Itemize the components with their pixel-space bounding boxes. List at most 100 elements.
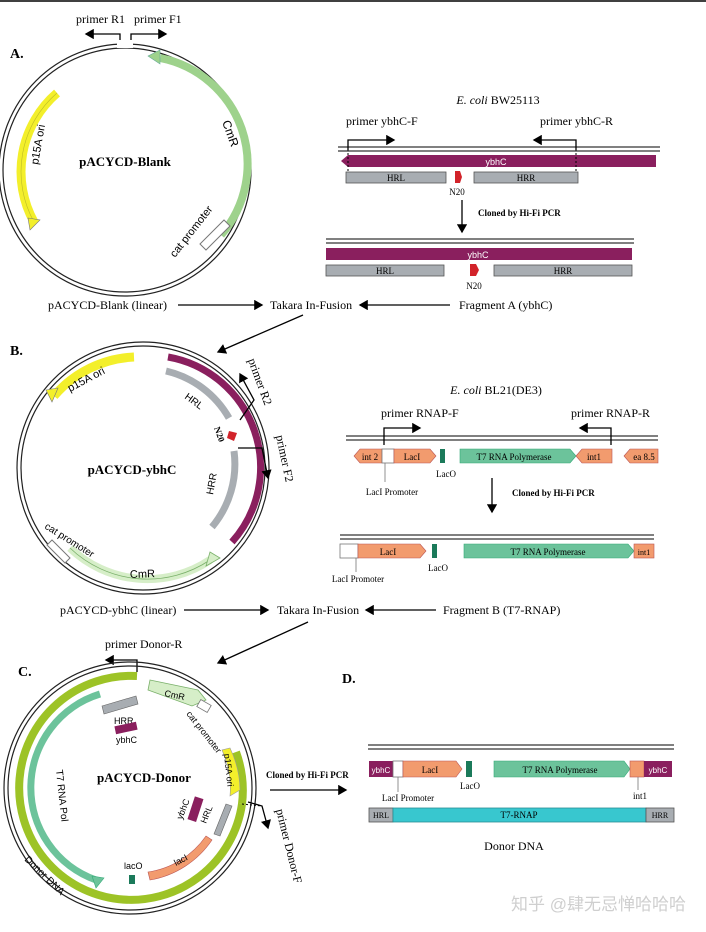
laci-label-b: LacI <box>404 452 420 462</box>
hrr-box-c <box>101 695 139 715</box>
infusion-a-label: Takara In-Fusion <box>270 298 352 312</box>
t7-pol-label: T7 RNA Pol <box>53 769 69 822</box>
hrr-label-c: HRR <box>114 716 134 726</box>
ybhc-fragment-a-label: ybhC <box>467 250 489 260</box>
plasmid-c-outer <box>3 661 257 915</box>
hrr-fragment-a <box>493 264 633 277</box>
laci-promoter-box-b <box>381 448 395 464</box>
laci-promoter-label-d: LacI Promoter <box>382 793 434 803</box>
primer-f2-arrow <box>238 447 272 480</box>
ybhc-box-d1 <box>369 761 393 777</box>
a-to-b-arrow <box>216 314 304 354</box>
plasmid-a-name: pACYCD-Blank <box>79 154 172 169</box>
primer-rnap-r-arrow <box>578 422 612 445</box>
donor-dna-caption: Donor DNA <box>484 839 544 853</box>
primer-rnap-r-label: primer RNAP-R <box>571 406 650 420</box>
donor-dna-arc <box>15 671 246 904</box>
t7-label-b: T7 RNA Polymerase <box>477 452 552 462</box>
laci-label-fb: LacI <box>380 547 396 557</box>
int1-box-d <box>629 760 645 778</box>
hrl-fragment-a-label: HRL <box>376 266 394 276</box>
panel-label-b: B. <box>10 344 23 359</box>
laco-box-fb <box>432 544 437 558</box>
plasmid-b-outer <box>16 341 270 595</box>
laci-box-b <box>393 448 437 464</box>
n20-marker-a <box>455 171 462 183</box>
ybhc-box-d2 <box>644 761 672 777</box>
cloned-b-label: Cloned by Hi-Fi PCR <box>512 488 595 498</box>
laci-label-d: LacI <box>422 765 438 775</box>
plasmid-c: primer Donor-R Donor DNA T7 RNA Pol HRR … <box>3 637 349 915</box>
laci-box-fb <box>357 543 427 559</box>
primer-f1-arrow <box>130 28 168 42</box>
hrl-fragment-a <box>325 264 445 277</box>
primer-ybhc-f-label: primer ybhC-F <box>346 114 418 128</box>
laco-label-c: lacO <box>124 861 143 871</box>
panel-label-a: A. <box>10 47 24 62</box>
int2-box <box>353 448 383 464</box>
hrr-label-d: HRR <box>652 811 669 820</box>
infusion-b-label: Takara In-Fusion <box>277 603 359 617</box>
ybhc-label-c1: ybhC <box>116 735 138 745</box>
primer-r1-f1: primer R1 primer F1 <box>76 12 182 42</box>
cat-promoter-label: cat promoter <box>168 204 216 260</box>
cat-promoter-label-c: cat promoter <box>184 709 223 755</box>
primer-r1-label: primer R1 <box>76 12 125 26</box>
hrl-label-a: HRL <box>387 173 405 183</box>
int1-box-fb <box>633 543 655 559</box>
watermark: 知乎 @肆无忌惮哈哈哈 <box>511 895 686 914</box>
t7rnap-label-d: T7-RNAP <box>500 810 537 820</box>
t7-label-d: T7 RNA Polymerase <box>523 765 598 775</box>
primer-rnap-f-arrow <box>383 422 422 445</box>
cmr-arrowhead <box>147 49 161 65</box>
primer-r2-label: primer R2 <box>245 356 275 407</box>
primer-ybhc-r-label: primer ybhC-R <box>540 114 613 128</box>
hrl-label-d: HRL <box>373 811 389 820</box>
hrl-arc-b <box>165 367 233 420</box>
genome-a-title: E. coli BW25113 <box>455 93 539 107</box>
p15a-ori-arrowhead <box>27 217 41 231</box>
int1-label-b: int1 <box>587 452 601 462</box>
laco-label-fb: LacO <box>428 563 448 573</box>
primer-donor-r-arrow <box>104 654 138 672</box>
primer-rnap-f-label: primer RNAP-F <box>381 406 459 420</box>
linear-a-label: pACYCD-Blank (linear) <box>48 298 167 312</box>
n20-label-b: N20 <box>212 425 227 443</box>
laci-promoter-label-fb: LacI Promoter <box>332 574 384 584</box>
panel-label-c: C. <box>18 665 32 680</box>
ybhc-gene-a <box>341 155 656 167</box>
plasmid-b: p15A ori HRL HRR N20 CmR cat promoter pA… <box>16 341 297 595</box>
plasmid-b-name: pACYCD-ybhC <box>88 462 177 477</box>
cmr-label-c: CmR <box>164 688 187 702</box>
cat-promoter-box-c <box>196 698 212 714</box>
cloned-c-label: Cloned by Hi-Fi PCR <box>266 770 349 780</box>
primer-f2-label: primer F2 <box>273 434 297 484</box>
t7-pol-arrowhead <box>91 875 105 889</box>
t7-pol-arc <box>27 690 102 884</box>
fragment-a-label: Fragment A (ybhC) <box>459 298 552 312</box>
ea85-box <box>623 448 659 464</box>
panel-label-d: D. <box>342 672 356 687</box>
cat-promoter-box <box>199 219 231 251</box>
hrr-fragment-a-label: HRR <box>554 266 573 276</box>
primer-f1-label: primer F1 <box>134 12 182 26</box>
ybhc-arc-b <box>167 353 265 545</box>
laci-promoter-label-b: LacI Promoter <box>366 487 418 497</box>
laco-label-b: LacO <box>436 469 456 479</box>
n20-marker-a2 <box>470 264 479 276</box>
fragment-b-label: Fragment B (T7-RNAP) <box>443 603 560 617</box>
laco-box-b <box>440 449 445 463</box>
hrr-label-a: HRR <box>517 173 536 183</box>
ybhc-label-d2: ybhC <box>649 766 668 775</box>
laci-box-c <box>147 835 213 881</box>
plasmid-c-inner <box>7 665 253 911</box>
plasmid-c-name: pACYCD-Donor <box>97 770 191 785</box>
donor-dna-arc-end <box>232 750 247 805</box>
linear-b-label: pACYCD-ybhC (linear) <box>60 603 176 617</box>
hrr-box-a <box>473 171 579 184</box>
plasmid-b-gap <box>232 434 246 448</box>
laco-label-d: LacO <box>460 781 480 791</box>
int1-box-b <box>575 448 613 464</box>
primer-r2-arrow <box>239 372 255 421</box>
